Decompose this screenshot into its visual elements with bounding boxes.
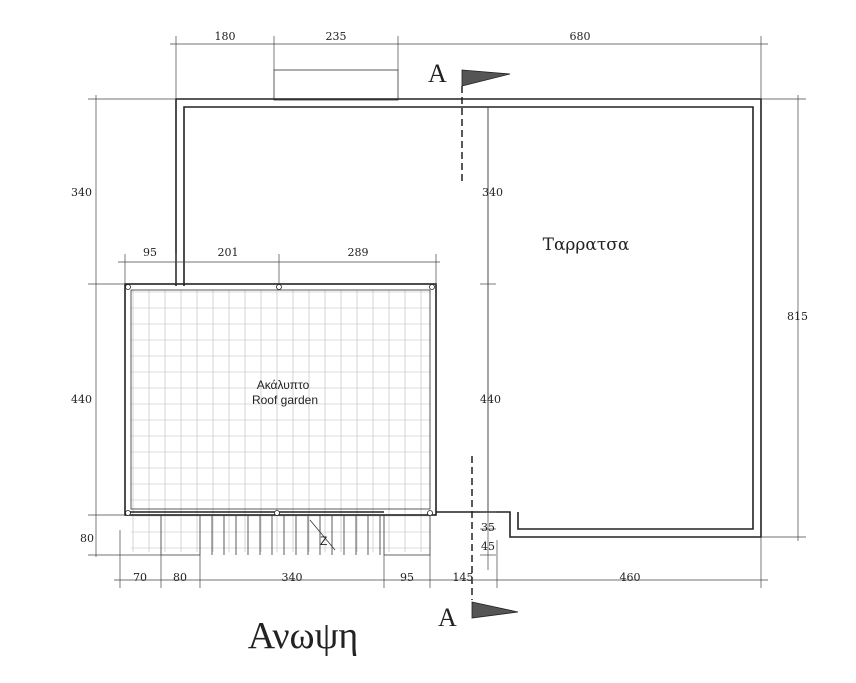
- section-label-bottom: A: [438, 603, 457, 632]
- dim-bottom-80: 80: [173, 571, 187, 584]
- section-label-top: A: [428, 59, 447, 88]
- dim-left-80: 80: [80, 532, 94, 545]
- dim-bottom-460: 460: [620, 571, 641, 584]
- dim-bottom-340: 340: [282, 571, 303, 584]
- corner-post: [125, 510, 131, 516]
- room-label-garden-en: Roof garden: [252, 393, 318, 407]
- section-arrow-bottom: [471, 601, 519, 619]
- dim-right-815: 815: [787, 310, 808, 323]
- dim-mid-340: 340: [482, 186, 503, 199]
- dim-top-680: 680: [570, 30, 591, 43]
- roof-garden-grid: [131, 290, 430, 552]
- stair-wall-left: [160, 515, 200, 556]
- dim-top-235: 235: [326, 30, 347, 43]
- plan-title: Ανωψη: [248, 615, 358, 657]
- room-label-terrace: Ταρρατσα: [543, 235, 630, 255]
- roof-garden-inner: [130, 289, 431, 510]
- dim-bottom-70: 70: [133, 571, 147, 584]
- dim-bottom-145: 145: [453, 571, 474, 584]
- stair-treads: [199, 516, 381, 555]
- dim-top-180: 180: [215, 30, 236, 43]
- outer-wall: [175, 98, 762, 538]
- corner-post: [274, 510, 280, 516]
- room-label-garden-gr: Ακάλυπτο: [257, 378, 310, 392]
- dim-garden-201: 201: [218, 246, 239, 259]
- stair-wall-right: [383, 515, 431, 556]
- dim-garden-289: 289: [348, 246, 369, 259]
- dim-step-35: 35: [481, 521, 495, 534]
- inner-wall: [183, 106, 754, 530]
- dim-step-45: 45: [481, 540, 495, 553]
- stair-direction-line: [309, 519, 336, 551]
- dim-left-440: 440: [71, 393, 92, 406]
- roof-structure: [273, 69, 399, 101]
- corner-post: [276, 284, 282, 290]
- dimension-lines: [88, 36, 806, 588]
- dim-bottom-95: 95: [400, 571, 414, 584]
- dim-mid-440: 440: [480, 393, 501, 406]
- dim-garden-95: 95: [143, 246, 157, 259]
- dim-left-340: 340: [71, 186, 92, 199]
- section-arrow-top: [461, 69, 511, 87]
- corner-post: [427, 510, 433, 516]
- stair-mark: Z: [320, 534, 327, 548]
- corner-post: [429, 284, 435, 290]
- corner-post: [125, 284, 131, 290]
- roof-garden-outline: [124, 283, 437, 516]
